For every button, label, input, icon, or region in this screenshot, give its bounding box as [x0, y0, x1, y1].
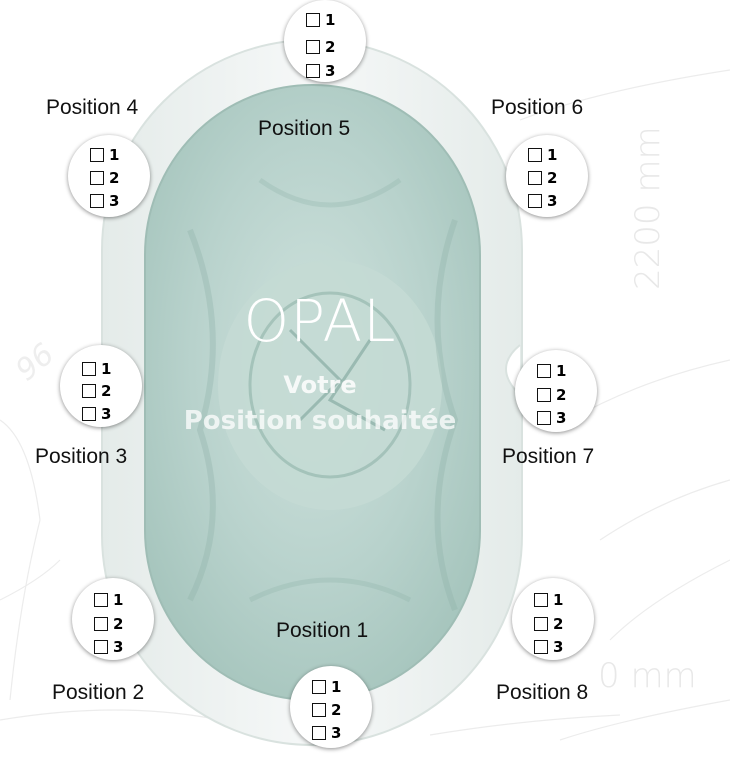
option-number: 2 [325, 38, 335, 56]
option-number: 2 [547, 169, 557, 187]
position-4-selector: 1 2 3 [68, 135, 150, 217]
checkbox-icon[interactable] [94, 593, 108, 607]
position-6-option-2[interactable]: 2 [528, 168, 557, 187]
position-7-label: Position 7 [502, 445, 594, 469]
checkbox-icon[interactable] [306, 13, 320, 27]
option-number: 1 [556, 362, 566, 380]
position-2-option-3[interactable]: 3 [94, 637, 123, 656]
position-4-option-3[interactable]: 3 [90, 191, 119, 210]
checkbox-icon[interactable] [312, 726, 326, 740]
subtitle-line-2: Position souhaitée [140, 406, 500, 436]
checkbox-icon[interactable] [306, 40, 320, 54]
position-3-option-2[interactable]: 2 [82, 381, 111, 400]
position-2-option-1[interactable]: 1 [94, 590, 123, 609]
checkbox-icon[interactable] [312, 703, 326, 717]
checkbox-icon[interactable] [528, 171, 542, 185]
checkbox-icon[interactable] [306, 64, 320, 78]
checkbox-icon[interactable] [90, 148, 104, 162]
checkbox-icon[interactable] [534, 640, 548, 654]
position-5-option-2[interactable]: 2 [306, 37, 335, 56]
checkbox-icon[interactable] [537, 364, 551, 378]
checkbox-icon[interactable] [90, 171, 104, 185]
checkbox-icon[interactable] [82, 407, 96, 421]
position-6-option-3[interactable]: 3 [528, 191, 557, 210]
position-6-selector: 1 2 3 [506, 135, 588, 217]
option-number: 2 [553, 615, 563, 633]
position-7-option-3[interactable]: 3 [537, 408, 566, 427]
checkbox-icon[interactable] [528, 194, 542, 208]
position-6-label: Position 6 [491, 96, 583, 120]
option-number: 3 [553, 638, 563, 656]
option-number: 1 [113, 591, 123, 609]
option-number: 3 [331, 724, 341, 742]
position-8-label: Position 8 [496, 681, 588, 705]
position-8-option-1[interactable]: 1 [534, 590, 563, 609]
option-number: 1 [109, 146, 119, 164]
position-3-option-1[interactable]: 1 [82, 359, 111, 378]
checkbox-icon[interactable] [90, 194, 104, 208]
position-6-option-1[interactable]: 1 [528, 145, 557, 164]
option-number: 1 [101, 360, 111, 378]
checkbox-icon[interactable] [312, 680, 326, 694]
option-number: 1 [553, 591, 563, 609]
option-number: 2 [331, 701, 341, 719]
position-3-option-3[interactable]: 3 [82, 404, 111, 423]
option-number: 2 [109, 169, 119, 187]
position-7-option-1[interactable]: 1 [537, 361, 566, 380]
checkbox-icon[interactable] [534, 617, 548, 631]
option-number: 3 [101, 405, 111, 423]
position-4-label: Position 4 [46, 96, 138, 120]
checkbox-icon[interactable] [534, 593, 548, 607]
position-7-selector: 1 2 3 [515, 350, 597, 432]
position-1-selector: 1 2 3 [290, 666, 372, 748]
position-5-option-3[interactable]: 3 [306, 61, 335, 80]
position-5-selector: 1 2 3 [284, 0, 366, 82]
subtitle-line-1: Votre [180, 371, 460, 399]
checkbox-icon[interactable] [94, 617, 108, 631]
option-number: 2 [113, 615, 123, 633]
option-number: 1 [331, 678, 341, 696]
option-number: 1 [325, 11, 335, 29]
position-3-selector: 1 2 3 [60, 345, 142, 427]
checkbox-icon[interactable] [537, 411, 551, 425]
option-number: 3 [547, 192, 557, 210]
position-1-option-2[interactable]: 2 [312, 700, 341, 719]
position-4-option-2[interactable]: 2 [90, 168, 119, 187]
product-title: OPAL [180, 292, 460, 350]
checkbox-icon[interactable] [94, 640, 108, 654]
position-3-label: Position 3 [35, 445, 127, 469]
option-number: 2 [556, 386, 566, 404]
position-1-label: Position 1 [276, 619, 368, 643]
checkbox-icon[interactable] [528, 148, 542, 162]
position-5-label: Position 5 [258, 117, 350, 141]
option-number: 3 [325, 62, 335, 80]
position-2-label: Position 2 [52, 681, 144, 705]
position-8-selector: 1 2 3 [512, 578, 594, 660]
checkbox-icon[interactable] [82, 384, 96, 398]
option-number: 3 [556, 409, 566, 427]
option-number: 3 [113, 638, 123, 656]
position-1-option-3[interactable]: 3 [312, 723, 341, 742]
position-1-option-1[interactable]: 1 [312, 677, 341, 696]
position-7-option-2[interactable]: 2 [537, 385, 566, 404]
position-2-selector: 1 2 3 [72, 578, 154, 660]
checkbox-icon[interactable] [82, 362, 96, 376]
position-4-option-1[interactable]: 1 [90, 145, 119, 164]
option-number: 1 [547, 146, 557, 164]
position-2-option-2[interactable]: 2 [94, 614, 123, 633]
position-8-option-2[interactable]: 2 [534, 614, 563, 633]
position-5-option-1[interactable]: 1 [306, 10, 335, 29]
option-number: 2 [101, 382, 111, 400]
checkbox-icon[interactable] [537, 388, 551, 402]
position-8-option-3[interactable]: 3 [534, 637, 563, 656]
option-number: 3 [109, 192, 119, 210]
